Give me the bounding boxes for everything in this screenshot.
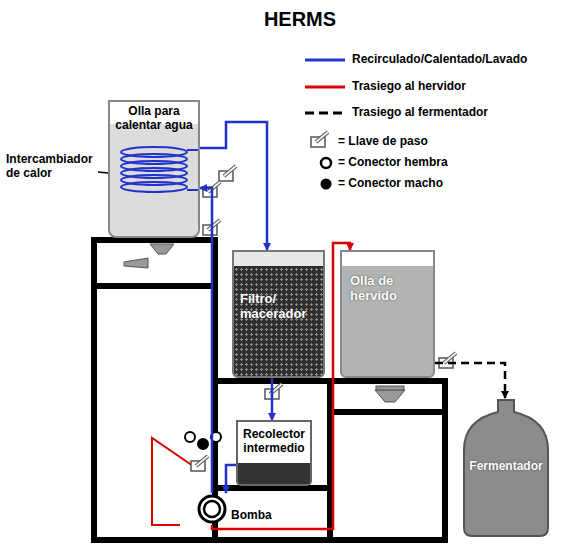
pump: Bomba xyxy=(197,493,287,525)
fermenter: Fermentador xyxy=(462,398,550,538)
red-pipe xyxy=(152,438,196,525)
legend-text: Trasiego al fermentador xyxy=(352,105,577,119)
collector-vessel: Recolector intermedio xyxy=(236,420,312,486)
pipe-connector xyxy=(200,188,212,493)
valves xyxy=(191,166,456,471)
legend-text: Trasiego al hervidor xyxy=(352,79,577,93)
stand-frame xyxy=(91,240,448,540)
heating-pot: Olla para calentar agua xyxy=(108,100,200,238)
boil-kettle: Olla de hervido xyxy=(340,250,435,378)
pipe-connector xyxy=(200,122,267,250)
pipe-connector xyxy=(435,363,505,398)
legend-text: Recirculado/Calentado/Lavado xyxy=(352,52,577,66)
legend-text: = Llave de paso xyxy=(338,134,563,148)
node-label: Fermentador xyxy=(464,460,548,474)
callout-label: Intercambiador de calor xyxy=(6,152,96,180)
pump-symbol xyxy=(197,493,229,525)
node-label: Recolector intermedio xyxy=(240,428,308,456)
pipe-connector xyxy=(212,243,350,529)
node-label: Olla de hervido xyxy=(350,274,429,304)
legend-text: = Conector hembra xyxy=(338,155,563,169)
legend-text: = Conector macho xyxy=(338,176,563,190)
pipe-connector xyxy=(226,465,236,493)
node-label: Olla para calentar agua xyxy=(114,105,194,133)
mash-tun: Filtro/ macerador xyxy=(232,250,325,378)
connectors xyxy=(185,432,221,449)
pipe-connector xyxy=(271,378,274,420)
legend-samples xyxy=(305,60,345,190)
node-label: Filtro/ macerador xyxy=(240,292,319,322)
node-label: Bomba xyxy=(231,509,287,523)
diagram-title: HERMS xyxy=(180,8,420,31)
